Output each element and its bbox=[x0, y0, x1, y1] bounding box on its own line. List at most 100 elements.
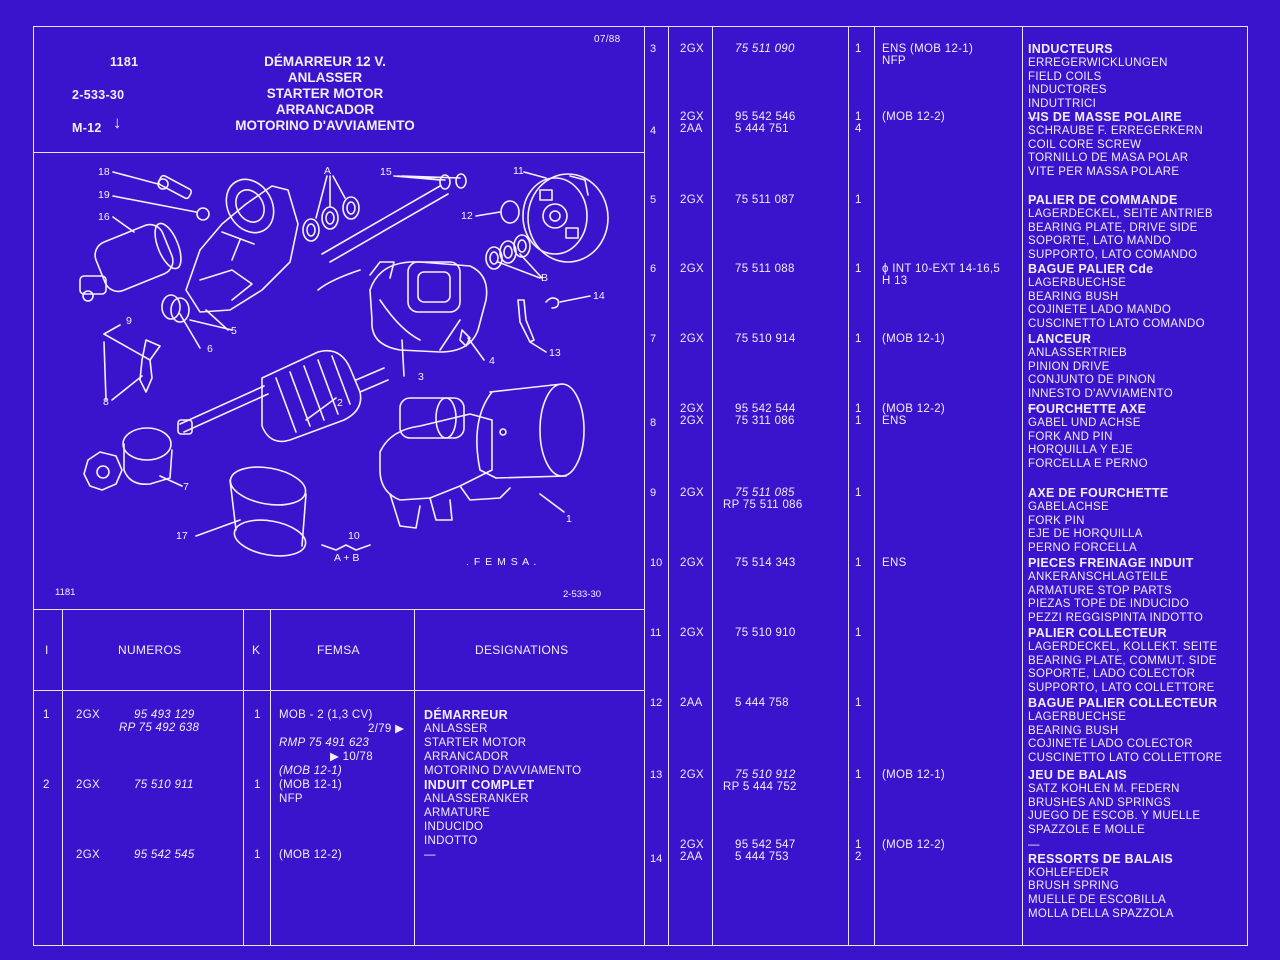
divider-right-num bbox=[848, 26, 849, 946]
row-group: 2GX bbox=[680, 839, 704, 851]
row-designation: — bbox=[424, 849, 436, 861]
row-part-number: 75 311 086 bbox=[735, 415, 795, 427]
row-designation: BAGUE PALIER COLLECTEUR bbox=[1028, 696, 1218, 710]
row-designation: GABEL UND ACHSE bbox=[1028, 416, 1141, 429]
row-part-number: 75 511 088 bbox=[735, 263, 795, 275]
row-quantity: 1 bbox=[254, 849, 261, 861]
row-femsa-note: RMP 75 491 623 bbox=[279, 737, 370, 749]
row-femsa-note: (MOB 12-2) bbox=[882, 403, 946, 415]
row-designation: LAGERDECKEL, KOLLEKT. SEITE bbox=[1028, 640, 1218, 653]
row-designation: ANLASSERTRIEB bbox=[1028, 346, 1127, 359]
callout-label: 8 bbox=[103, 396, 109, 408]
row-designation: ANKERANSCHLAGTEILE bbox=[1028, 570, 1169, 583]
row-position: 14 bbox=[650, 853, 663, 865]
band-cover-part bbox=[229, 466, 307, 557]
divider-right-grp bbox=[712, 26, 713, 946]
row-part-number: 75 510 914 bbox=[735, 333, 796, 345]
row-designation: MUELLE DE ESCOBILLA bbox=[1028, 894, 1167, 907]
sheet-frame bbox=[33, 26, 1248, 946]
row-quantity: 1 bbox=[254, 779, 261, 791]
row-part-number: 95 542 545 bbox=[134, 849, 195, 861]
row-designation: LAGERBUECHSE bbox=[1028, 710, 1127, 723]
row-quantity: 1 bbox=[254, 709, 261, 721]
row-designation: COIL CORE SCREW bbox=[1028, 138, 1142, 151]
row-position: 4 bbox=[650, 125, 657, 137]
row-femsa-note: (MOB 12-2) bbox=[882, 111, 946, 123]
row-femsa-note: MOB - 2 (1,3 CV) bbox=[279, 709, 373, 721]
row-femsa-note: (MOB 12-1) bbox=[882, 769, 946, 781]
row-designation: CUSCINETTO LATO COLLETTORE bbox=[1028, 752, 1223, 765]
row-designation: — bbox=[1028, 112, 1040, 124]
row-part-number: 75 511 087 bbox=[735, 194, 795, 206]
row-part-number: 5 444 751 bbox=[735, 123, 789, 135]
row-group: 2GX bbox=[76, 709, 100, 721]
row-designation: PALIER DE COMMANDE bbox=[1028, 193, 1178, 207]
title-line: DÉMARREUR 12 V. bbox=[264, 54, 386, 69]
callout-label: 18 bbox=[98, 166, 110, 178]
row-quantity: 1 bbox=[855, 333, 862, 345]
row-part-number: RP 5 444 752 bbox=[723, 781, 797, 793]
row-position: 8 bbox=[650, 417, 657, 429]
row-designation: ARMATURE bbox=[424, 807, 491, 819]
row-part-number: 75 511 085 bbox=[735, 487, 795, 499]
row-designation: BEARING PLATE, DRIVE SIDE bbox=[1028, 221, 1198, 234]
row-group: 2GX bbox=[680, 43, 704, 55]
row-femsa-note: 2/79 ▶ bbox=[368, 723, 405, 735]
row-designation: ARRANCADOR bbox=[424, 751, 509, 763]
header-divider bbox=[33, 152, 644, 153]
row-designation: SUPPORTO, LATO COLLETTORE bbox=[1028, 682, 1215, 695]
down-arrow-icon: ↓ bbox=[113, 113, 122, 132]
divider-right-femsa bbox=[1022, 26, 1023, 946]
row-position: 1 bbox=[43, 709, 50, 721]
row-designation: VIS DE MASSE POLAIRE bbox=[1028, 110, 1182, 124]
row-designation: RESSORTS DE BALAIS bbox=[1028, 851, 1173, 866]
row-position: 9 bbox=[650, 487, 657, 499]
row-part-number: 75 514 343 bbox=[735, 557, 796, 569]
row-designation: ANLASSERANKER bbox=[424, 793, 529, 805]
row-designation: COJINETE LADO COLECTOR bbox=[1028, 738, 1193, 751]
callout-label: 17 bbox=[176, 530, 188, 542]
row-part-number: RP 75 492 638 bbox=[119, 722, 200, 734]
row-designation: EJE DE HORQUILLA bbox=[1028, 528, 1143, 541]
callout-label: 12 bbox=[461, 210, 473, 222]
callout-label: A + B bbox=[334, 552, 360, 564]
callout-label: A bbox=[324, 165, 332, 177]
row-designation: LANCEUR bbox=[1028, 332, 1092, 346]
row-designation: PIEZAS TOPE DE INDUCIDO bbox=[1028, 598, 1190, 611]
row-part-number: 5 444 758 bbox=[735, 697, 789, 709]
date-label: 07/88 bbox=[594, 34, 621, 45]
callout-label: 1 bbox=[566, 513, 572, 525]
callout-label: 7 bbox=[183, 481, 189, 493]
row-designation: SATZ KOHLEN M. FEDERN bbox=[1028, 782, 1180, 795]
row-position: 2 bbox=[43, 779, 50, 791]
callout-label: 14 bbox=[593, 290, 605, 302]
armature-part bbox=[177, 349, 389, 443]
row-quantity: 1 bbox=[855, 43, 862, 55]
row-quantity: 1 bbox=[855, 839, 862, 851]
row-designation: VITE PER MASSA POLARE bbox=[1028, 166, 1180, 179]
row-quantity: 1 bbox=[855, 769, 862, 781]
row-designation: ANLASSER bbox=[424, 723, 488, 735]
row-designation: FORCELLA E PERNO bbox=[1028, 458, 1148, 471]
row-designation: PIECES FREINAGE INDUIT bbox=[1028, 556, 1194, 570]
callout-label: 6 bbox=[207, 343, 213, 355]
title-block: DÉMARREUR 12 V. ANLASSER STARTER MOTOR A… bbox=[200, 54, 450, 134]
row-part-number: 75 510 910 bbox=[735, 627, 796, 639]
code-label: 2-533-30 bbox=[72, 88, 125, 102]
col-header-i: I bbox=[45, 643, 49, 657]
row-position: 12 bbox=[650, 697, 663, 709]
pinion-drive-part bbox=[83, 427, 173, 491]
row-group: 2AA bbox=[680, 123, 703, 135]
row-group: 2GX bbox=[680, 487, 704, 499]
row-group: 2GX bbox=[76, 849, 100, 861]
row-designation: HORQUILLA Y EJE bbox=[1028, 444, 1134, 457]
row-designation: FORK AND PIN bbox=[1028, 430, 1113, 443]
row-designation: FOURCHETTE AXE bbox=[1028, 402, 1147, 416]
table-header-divider bbox=[33, 690, 644, 691]
row-quantity: 1 bbox=[855, 111, 862, 123]
col-line bbox=[414, 609, 415, 946]
row-designation: LAGERDECKEL, SEITE ANTRIEB bbox=[1028, 207, 1213, 220]
row-designation: BAGUE PALIER Cde bbox=[1028, 262, 1154, 276]
